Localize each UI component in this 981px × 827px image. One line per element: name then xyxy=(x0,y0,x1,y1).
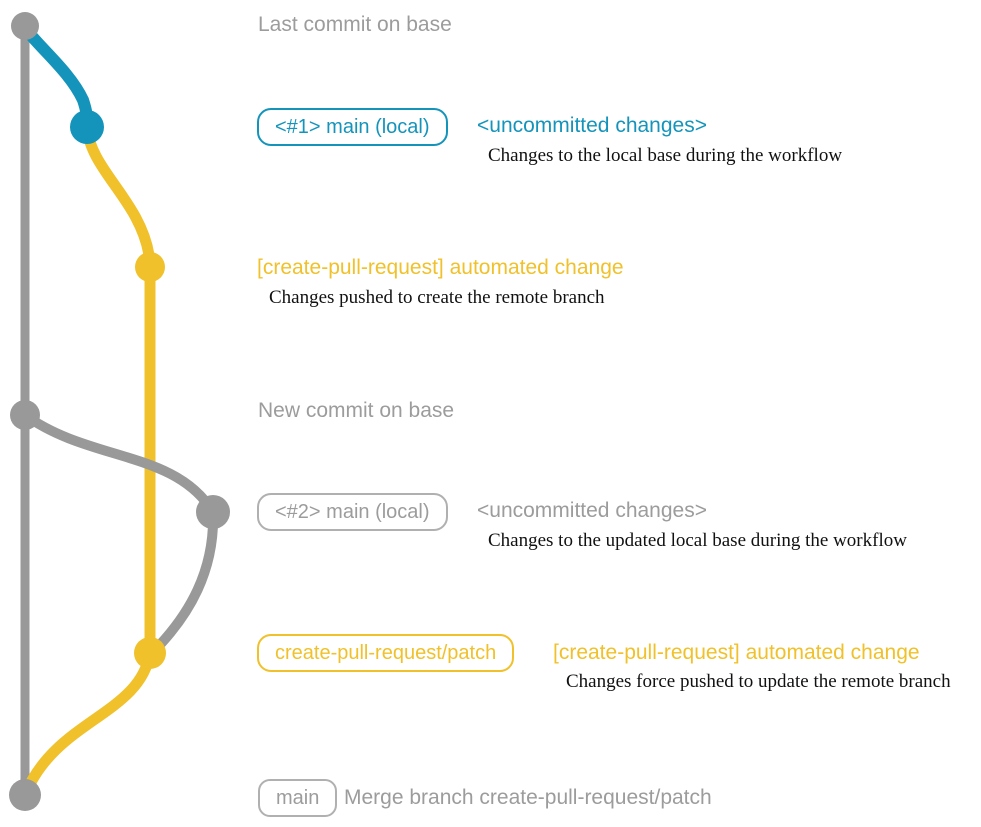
badge-main: main xyxy=(258,779,338,817)
note-pushed-create-remote: Changes pushed to create the remote bran… xyxy=(269,287,605,308)
badge-create-pull-request-patch: create-pull-request/patch xyxy=(257,634,515,672)
base-to-local-main2-curve xyxy=(20,410,218,517)
heading-new-commit-on-base: New commit on base xyxy=(258,399,455,422)
title-uncommitted-changes-2: <uncommitted changes> xyxy=(477,499,707,522)
note-force-pushed-update-remote: Changes force pushed to update the remot… xyxy=(566,671,951,692)
commit-dot-local-main-1 xyxy=(70,110,104,144)
title-automated-change-1: [create-pull-request] automated change xyxy=(257,256,624,279)
title-automated-change-2: [create-pull-request] automated change xyxy=(553,641,920,664)
commit-dot-merge xyxy=(9,779,41,811)
commit-dot-local-main-2 xyxy=(196,495,230,529)
note-local-base-changes-1: Changes to the local base during the wor… xyxy=(488,145,843,166)
badge-main-local-1: <#1> main (local) xyxy=(257,108,448,146)
heading-last-commit-on-base: Last commit on base xyxy=(258,13,452,36)
note-local-base-changes-2: Changes to the updated local base during… xyxy=(488,530,907,551)
title-merge-branch: Merge branch create-pull-request/patch xyxy=(344,786,712,809)
commit-dot-patch-1 xyxy=(135,252,165,282)
local-main-branch-curve xyxy=(19,22,93,133)
title-uncommitted-changes-1: <uncommitted changes> xyxy=(477,114,707,137)
commit-dot-last-base xyxy=(11,12,39,40)
commit-dot-patch-2 xyxy=(134,637,166,669)
commit-dot-new-base xyxy=(10,400,40,430)
badge-main-local-2: <#2> main (local) xyxy=(257,493,448,531)
local-main2-to-patch-curve xyxy=(147,507,219,658)
